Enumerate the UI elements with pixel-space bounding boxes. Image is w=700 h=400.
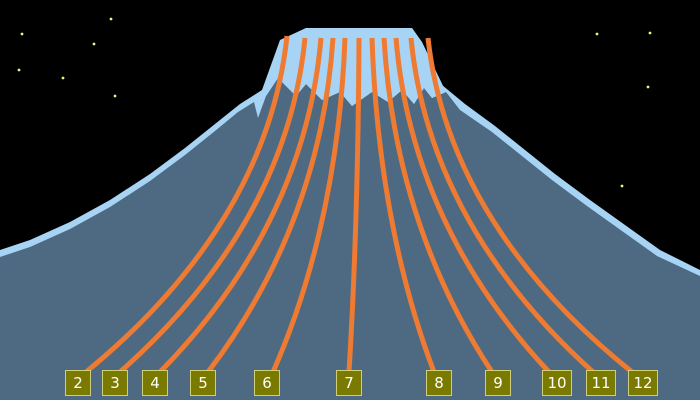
star <box>20 32 24 36</box>
trail-label-6[interactable]: 6 <box>254 370 280 396</box>
trail-label-9[interactable]: 9 <box>485 370 511 396</box>
trail-line-8[interactable] <box>369 37 437 373</box>
star <box>595 32 599 36</box>
trail-line-5[interactable] <box>206 37 336 374</box>
trail-label-7[interactable]: 7 <box>336 370 362 396</box>
star <box>620 184 624 188</box>
star <box>17 68 21 72</box>
trail-label-8[interactable]: 8 <box>426 370 452 396</box>
trail-line-6[interactable] <box>270 37 348 374</box>
trail-label-4[interactable]: 4 <box>142 370 168 396</box>
trail-lines <box>84 35 634 374</box>
trail-label-2[interactable]: 2 <box>65 370 91 396</box>
stars <box>17 17 652 188</box>
star <box>113 94 117 98</box>
trail-label-12[interactable]: 12 <box>628 370 658 396</box>
trail-line-3[interactable] <box>118 37 308 374</box>
trail-line-9[interactable] <box>381 37 495 374</box>
trail-label-10[interactable]: 10 <box>542 370 572 396</box>
trail-label-3[interactable]: 3 <box>102 370 128 396</box>
trail-line-7[interactable] <box>346 37 362 373</box>
star <box>648 31 652 35</box>
star <box>61 76 65 80</box>
trail-line-11[interactable] <box>408 37 595 374</box>
trail-line-2[interactable] <box>84 35 290 374</box>
star <box>92 42 96 46</box>
trail-line-12[interactable] <box>425 37 634 374</box>
star <box>646 85 650 89</box>
trail-line-10[interactable] <box>393 37 551 374</box>
star <box>109 17 113 21</box>
trail-label-11[interactable]: 11 <box>586 370 616 396</box>
trail-label-5[interactable]: 5 <box>190 370 216 396</box>
trail-line-4[interactable] <box>158 37 324 374</box>
